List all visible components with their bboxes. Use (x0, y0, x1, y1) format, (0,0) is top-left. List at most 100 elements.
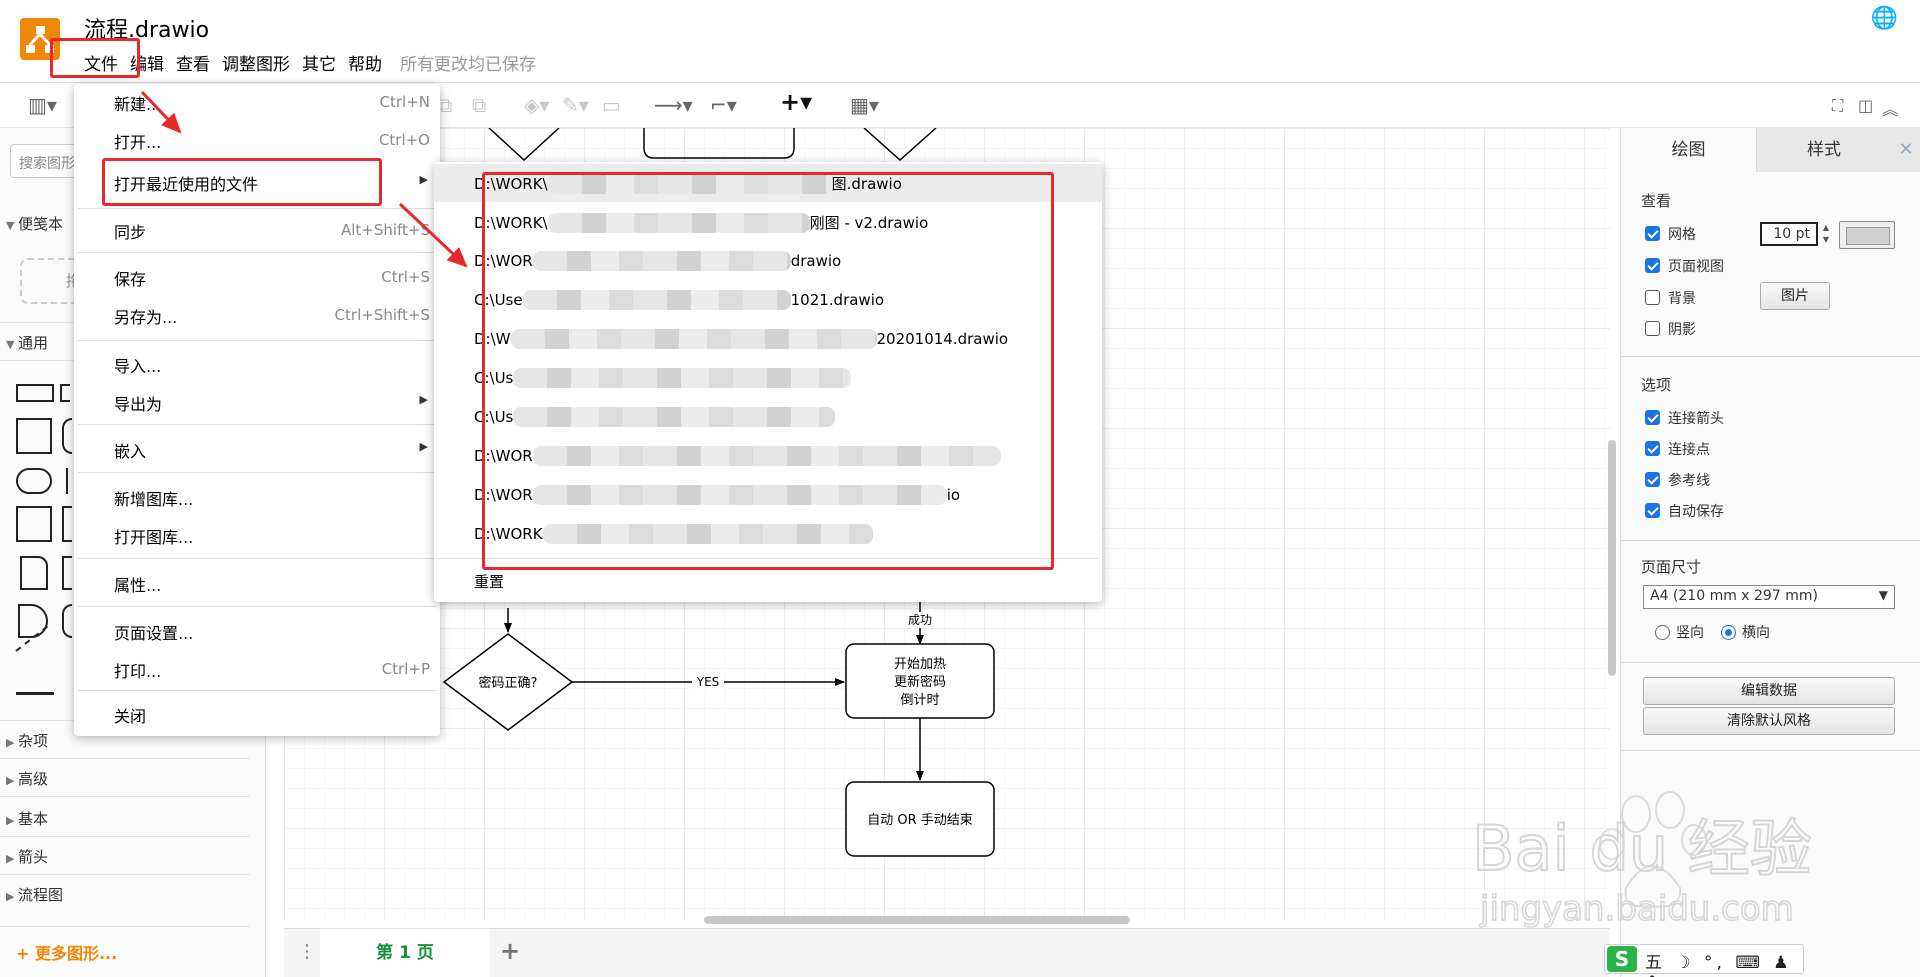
grid-color-button[interactable] (1839, 221, 1895, 249)
language-globe-icon[interactable]: 🌐 (1870, 6, 1898, 31)
partial-decision-shape[interactable] (488, 128, 560, 162)
horizontal-scrollbar[interactable] (704, 916, 1130, 924)
recent-file-item[interactable]: D:\WORK (434, 515, 1102, 553)
checkbox-icon[interactable] (1645, 503, 1660, 518)
shadow-checkbox[interactable]: 阴影 (1645, 319, 1696, 339)
end-process-box[interactable] (845, 781, 995, 857)
square-shape[interactable] (16, 418, 52, 454)
triangle-shape[interactable] (66, 468, 72, 494)
table-icon[interactable]: ▦▾ (850, 93, 879, 117)
checkbox-icon[interactable] (1645, 226, 1660, 241)
ellipse-shape[interactable] (62, 604, 72, 638)
password-decision-shape[interactable] (442, 633, 574, 731)
radio-icon[interactable] (1721, 625, 1736, 640)
checkbox-icon[interactable] (1645, 410, 1660, 425)
panel-toggle-icon[interactable]: ◫ (1858, 96, 1874, 115)
menu-item-new-library[interactable]: 新增图库... (114, 490, 194, 509)
section-arrows[interactable]: ▶箭头 (6, 848, 49, 866)
document-shape[interactable] (20, 556, 48, 590)
collapse-icon[interactable]: ︽ (1882, 100, 1899, 119)
checkbox-icon[interactable] (1645, 441, 1660, 456)
and-gate-shape[interactable] (18, 604, 48, 638)
circle-shape[interactable] (62, 418, 72, 454)
menu-item-embed[interactable]: 嵌入▶ (114, 440, 428, 461)
background-checkbox[interactable]: 背景 (1645, 288, 1696, 308)
grid-size-spinner[interactable]: ▲▼ (1822, 223, 1830, 244)
menu-item-open-library[interactable]: 打开图库... (114, 528, 194, 547)
close-icon[interactable]: ✕ (1891, 128, 1920, 172)
menu-item-page-setup[interactable]: 页面设置... (114, 624, 194, 643)
radio-icon[interactable] (1655, 625, 1670, 640)
partial-process-shape[interactable] (643, 128, 795, 159)
guides-checkbox[interactable]: 参考线 (1645, 470, 1710, 490)
recent-file-item[interactable]: D:\WORK\图.drawio (434, 164, 1102, 202)
rectangle-shape[interactable] (16, 384, 54, 402)
section-misc[interactable]: ▶杂项 (6, 732, 49, 750)
format-panel-icon[interactable]: ▥▾ (28, 93, 57, 117)
edit-data-button[interactable]: 编辑数据 (1643, 677, 1895, 705)
connection-arrows-checkbox[interactable]: 连接箭头 (1645, 408, 1724, 428)
page-tab-1[interactable]: 第 1 页 (320, 929, 490, 977)
checkbox-icon[interactable] (1645, 472, 1660, 487)
insert-plus-icon[interactable]: +▾ (780, 88, 813, 116)
menu-item-save-as[interactable]: 另存为...Ctrl+Shift+S (114, 306, 430, 327)
menu-view[interactable]: 查看 (176, 55, 210, 75)
landscape-radio[interactable]: 横向 (1721, 622, 1770, 642)
section-basic[interactable]: ▶基本 (6, 810, 49, 828)
menu-extras[interactable]: 其它 (302, 55, 336, 75)
menu-item-open[interactable]: 打开...Ctrl+O (114, 131, 430, 152)
checkbox-icon[interactable] (1645, 321, 1660, 336)
tab-style[interactable]: 样式 (1756, 128, 1891, 172)
menu-help[interactable]: 帮助 (348, 55, 382, 75)
connection-points-checkbox[interactable]: 连接点 (1645, 439, 1710, 459)
cube-shape[interactable] (62, 506, 72, 542)
menu-arrange[interactable]: 调整图形 (222, 55, 290, 75)
menu-item-open-recent[interactable]: 打开最近使用的文件▶ (114, 173, 428, 194)
tab-diagram[interactable]: 绘图 (1621, 128, 1756, 172)
menu-item-properties[interactable]: 属性... (114, 576, 162, 595)
to-front-icon[interactable]: ⧉ (438, 93, 453, 117)
section-flowchart[interactable]: ▶流程图 (6, 886, 64, 904)
section-advanced[interactable]: ▶高级 (6, 770, 49, 788)
checkbox-icon[interactable] (1645, 258, 1660, 273)
background-image-button[interactable]: 图片 (1760, 282, 1830, 310)
section-scratchpad[interactable]: ▼便笺本 (6, 215, 64, 233)
page-view-checkbox[interactable]: 页面视图 (1645, 256, 1724, 276)
more-shapes-button[interactable]: + 更多图形... (16, 944, 118, 963)
vertical-scrollbar[interactable] (1608, 440, 1616, 676)
recent-files-reset[interactable]: 重置 (474, 573, 505, 591)
menu-item-print[interactable]: 打印...Ctrl+P (114, 660, 430, 681)
waypoints-icon[interactable]: ⌐▾ (710, 93, 737, 117)
add-page-icon[interactable]: + (500, 937, 521, 965)
hexagon-shape[interactable] (16, 468, 52, 494)
menu-item-close[interactable]: 关闭 (114, 707, 147, 726)
menu-item-new[interactable]: 新建...Ctrl+N (114, 93, 430, 114)
recent-file-item[interactable]: D:\WOR (434, 437, 1102, 475)
connection-icon[interactable]: ⟶▾ (654, 93, 693, 117)
partial-decision-shape-2[interactable] (863, 128, 937, 162)
recent-file-item[interactable]: D:\WORK\刚图 - v2.drawio (474, 213, 929, 233)
checkbox-icon[interactable] (1645, 290, 1660, 305)
menu-file[interactable]: 文件 (84, 55, 118, 75)
menu-item-import[interactable]: 导入... (114, 357, 162, 376)
card-shape[interactable] (62, 556, 72, 590)
ime-toolbar[interactable]: S 五 ☽ °, ⌨ ♟ ✤ (1604, 944, 1804, 977)
clear-default-style-button[interactable]: 清除默认风格 (1643, 707, 1895, 735)
fit-icon[interactable]: ⛶ (1832, 96, 1844, 115)
page-menu-icon[interactable]: ⋮ (298, 941, 316, 962)
rounded-rect-shape[interactable] (60, 384, 70, 402)
to-back-icon[interactable]: ⧉ (472, 93, 487, 117)
fill-color-icon[interactable]: ◈▾ (524, 93, 550, 117)
menu-item-export-as[interactable]: 导出为▶ (114, 393, 428, 414)
grid-checkbox[interactable]: 网格 (1645, 224, 1696, 244)
page-size-select[interactable]: A4 (210 mm x 297 mm)▼ (1643, 585, 1895, 609)
section-general[interactable]: ▼通用 (6, 334, 49, 352)
portrait-radio[interactable]: 竖向 (1655, 622, 1704, 642)
container-shape[interactable] (16, 506, 52, 542)
